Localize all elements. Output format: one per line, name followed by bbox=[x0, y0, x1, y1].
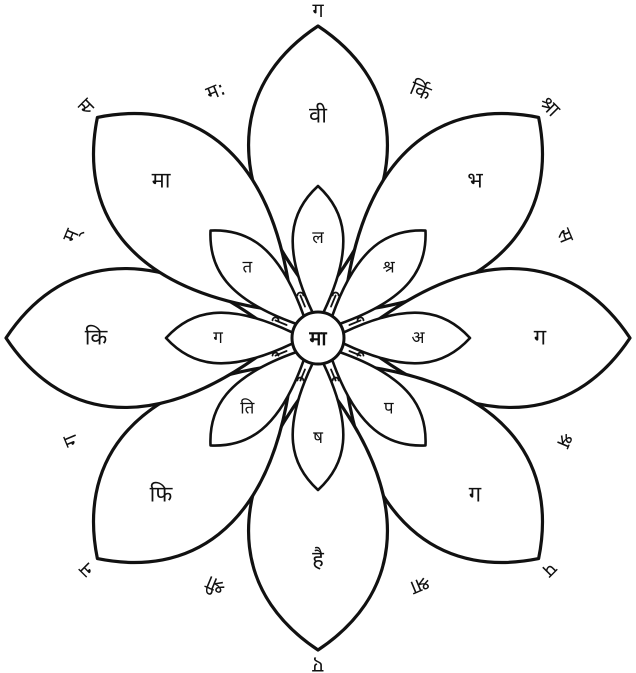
rim-glyph: श्री bbox=[201, 570, 229, 600]
center-label: मा bbox=[308, 326, 327, 350]
inner-petal-label: ति bbox=[240, 398, 254, 419]
rim-glyph: प bbox=[537, 557, 562, 582]
rim-glyph: स bbox=[552, 225, 580, 247]
rim-glyph: म: bbox=[202, 76, 228, 105]
rim-glyph: ए bbox=[312, 654, 324, 673]
rim-glyph: ग bbox=[57, 430, 84, 450]
outer-petal-label: है bbox=[312, 547, 324, 573]
inner-petal-label: ग bbox=[213, 328, 223, 348]
rim-glyph: श्रा bbox=[406, 571, 434, 601]
inner-petal-label: अ bbox=[412, 328, 426, 348]
rim-glyph: ष bbox=[0, 332, 2, 344]
outer-petal-label: भ bbox=[467, 169, 483, 194]
rim-glyph: म् bbox=[57, 223, 86, 246]
outer-petal-label: ग bbox=[469, 482, 482, 507]
inner-petal-label: ष bbox=[313, 428, 324, 448]
inner-petal-label: ल bbox=[312, 228, 324, 248]
outer-petal-label: मा bbox=[152, 169, 171, 194]
outer-petal-label: फि bbox=[150, 481, 174, 507]
rim-glyph: स bbox=[73, 92, 100, 119]
outer-petal-label: ग bbox=[534, 326, 547, 351]
inner-petal-label: श्र bbox=[383, 257, 396, 277]
inner-petal-label: प bbox=[384, 399, 394, 419]
rim-glyph: ग bbox=[312, 0, 324, 22]
rim-glyph: र्कि bbox=[406, 75, 435, 105]
rim-glyph: श्र bbox=[551, 429, 579, 452]
rim-glyph: न bbox=[73, 557, 98, 582]
outer-petal-label: कि bbox=[85, 325, 109, 351]
inner-petal-label: त bbox=[242, 257, 252, 277]
outer-petal-label: वी bbox=[309, 103, 327, 129]
